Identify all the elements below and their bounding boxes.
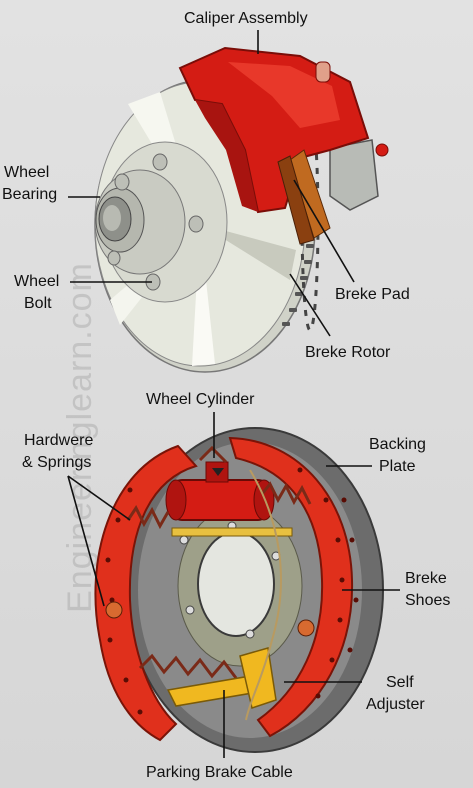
label-brake-pad: Breke Pad — [335, 286, 410, 303]
label-wheel-bearing-line1: Wheel — [4, 164, 50, 181]
label-backing-plate-line2: Plate — [379, 458, 416, 475]
label-caliper-assembly: Caliper Assembly — [184, 10, 308, 27]
leader-lines — [67, 30, 400, 758]
wheel-hub — [94, 141, 228, 303]
label-brake-shoes-line1: Breke — [405, 570, 447, 587]
label-brake-shoes-line2: Shoes — [405, 592, 451, 609]
label-wheel-bolt-line2: Bolt — [24, 295, 52, 312]
wheel-cylinder — [165, 461, 275, 521]
label-hardware-springs-line1: Hardwere — [24, 432, 94, 449]
caliper-assembly — [178, 46, 389, 245]
label-self-adjuster-line2: Adjuster — [366, 696, 425, 713]
label-brake-rotor: Breke Rotor — [305, 344, 391, 361]
brake-shoes — [94, 436, 359, 742]
label-wheel-cylinder: Wheel Cylinder — [146, 391, 255, 408]
wheel-bolts — [107, 153, 204, 291]
self-adjuster — [166, 527, 293, 709]
label-self-adjuster-line1: Self — [386, 674, 414, 691]
label-backing-plate-line1: Backing — [369, 436, 426, 453]
label-parking-brake-cable: Parking Brake Cable — [146, 764, 293, 781]
label-hardware-springs-line2: & Springs — [22, 454, 92, 471]
parking-cable — [245, 469, 282, 721]
label-wheel-bearing-line2: Bearing — [2, 186, 58, 203]
springs — [126, 445, 312, 679]
label-wheel-bolt-line1: Wheel — [14, 273, 60, 290]
